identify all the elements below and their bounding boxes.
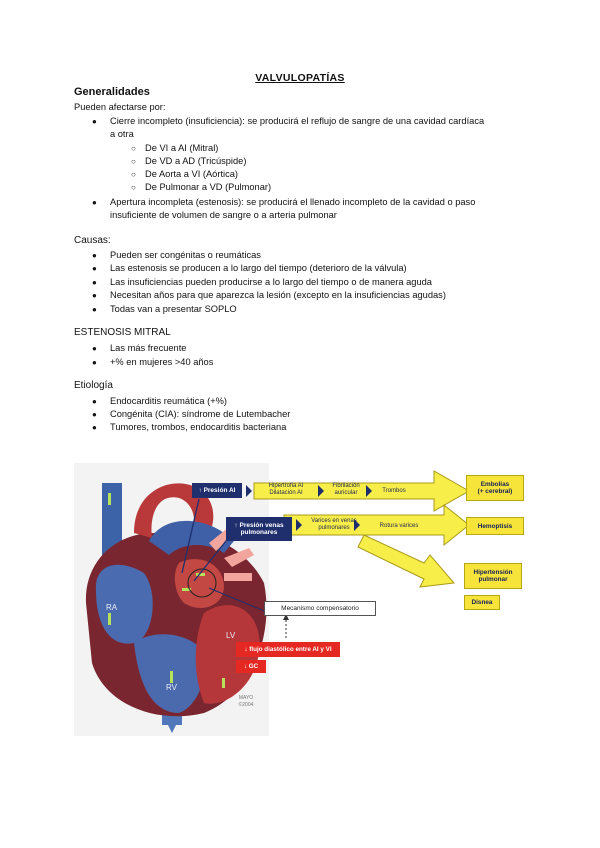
list-item: ● Congénita (CIA): síndrome de Lutembache… xyxy=(92,408,291,421)
sub-list-item: ○ De VI a AI (Mitral) xyxy=(131,142,219,155)
list-item-text: Las insuficiencias pueden producirse a l… xyxy=(110,277,432,287)
hipertrofia-label: Hipertrofia AI Dilatación AI xyxy=(268,483,304,496)
ra-label: RA xyxy=(106,603,118,612)
hemoptisis-box: Hemoptisis xyxy=(466,517,524,535)
sub-list-item-text: De Pulmonar a VD (Pulmonar) xyxy=(145,182,272,192)
list-item: ● Endocarditis reumática (+%) xyxy=(92,395,228,408)
circle-bullet-icon: ○ xyxy=(131,157,136,166)
presion-venas-box: ↑ Presión venas pulmonares xyxy=(226,517,292,541)
list-item-text: Apertura incompleta (estenosis): se prod… xyxy=(110,197,476,207)
list-item-text: Pueden ser congénitas o reumáticas xyxy=(110,250,261,260)
bullet-icon: ● xyxy=(92,117,97,126)
list-item-text: Cierre incompleto (insuficiencia): se pr… xyxy=(110,116,485,126)
list-item: ● Tumores, trombos, endocarditis bacteria… xyxy=(92,421,287,434)
circle-bullet-icon: ○ xyxy=(131,170,136,179)
list-item-text: Las más frecuente xyxy=(110,343,187,353)
trombos-label: Trombos xyxy=(382,488,406,494)
sub-list-item: ○ De Pulmonar a VD (Pulmonar) xyxy=(131,181,272,194)
list-item-text: Las estenosis se producen a lo largo del… xyxy=(110,263,407,273)
bullet-icon: ● xyxy=(92,198,97,207)
list-item-text: Endocarditis reumática (+%) xyxy=(110,396,228,406)
sub-list-item-text: De Aorta a VI (Aórtica) xyxy=(145,169,239,179)
list-item: ● Necesitan años para que aparezca la les… xyxy=(92,289,446,302)
list-item: ● Las insuficiencias pueden producirse a … xyxy=(92,276,432,289)
sub-list-item-text: De VI a AI (Mitral) xyxy=(145,143,219,153)
hipertension-box: Hipertensión pulmonar xyxy=(464,563,522,589)
bullet-icon: ● xyxy=(92,344,97,353)
sub-list-item: ○ De Aorta a VI (Aórtica) xyxy=(131,168,239,181)
bullet-icon: ● xyxy=(92,423,97,432)
list-item-text: +% en mujeres >40 años xyxy=(110,357,214,367)
rotura-label: Rotura varices xyxy=(379,523,419,529)
disnea-box: Disnea xyxy=(464,595,500,610)
bullet-icon: ● xyxy=(92,264,97,273)
mitral-stenosis-figure: RA LV RV MAYO ©2004 ↑ Presión AI Hipertr… xyxy=(74,463,532,736)
flujo-box: ↓ flujo diastólico entre AI y VI xyxy=(236,642,340,657)
list-item: ● Pueden ser congénitas o reumáticas xyxy=(92,249,261,262)
list-item: ● +% en mujeres >40 años xyxy=(92,356,214,369)
list-item-text: a otra xyxy=(110,129,134,139)
list-item-text: Tumores, trombos, endocarditis bacterian… xyxy=(110,422,287,432)
embolias-box: Embolias (+ cerebral) xyxy=(466,475,524,501)
bullet-icon: ● xyxy=(92,305,97,314)
gc-box: ↓ GC xyxy=(236,660,266,673)
sub-list-item: ○ De VD a AD (Tricúspide) xyxy=(131,155,247,168)
list-item-text: Congénita (CIA): síndrome de Lutembacher xyxy=(110,409,291,419)
lv-label: LV xyxy=(226,631,236,640)
sub-list-item-text: De VD a AD (Tricúspide) xyxy=(145,156,247,166)
bullet-icon: ● xyxy=(92,291,97,300)
bullet-icon: ● xyxy=(92,410,97,419)
bullet-icon: ● xyxy=(92,251,97,260)
generalidades-intro: Pueden afectarse por: xyxy=(74,102,166,112)
presion-ai-box: ↑ Presión AI xyxy=(192,483,242,498)
estenosis-heading: ESTENOSIS MITRAL xyxy=(74,327,171,338)
circle-bullet-icon: ○ xyxy=(131,183,136,192)
list-item-text: insuficiente de volumen de sangre o a ar… xyxy=(110,210,337,220)
list-item: ● Apertura incompleta (estenosis): se pr… xyxy=(92,196,530,222)
bullet-icon: ● xyxy=(92,358,97,367)
varices-label: Varices en venas pulmonares xyxy=(311,518,357,531)
mecanismo-box: Mecanismo compensatorio xyxy=(264,601,376,616)
page-title: VALVULOPATÍAS xyxy=(255,72,345,84)
list-item: ● Cierre incompleto (insuficiencia): se … xyxy=(92,115,530,141)
bullet-icon: ● xyxy=(92,278,97,287)
list-item: ● Las estenosis se producen a lo largo de… xyxy=(92,262,407,275)
causas-heading: Causas: xyxy=(74,235,111,246)
list-item-text: Todas van a presentar SOPLO xyxy=(110,304,237,314)
etiologia-heading: Etiología xyxy=(74,380,113,391)
circle-bullet-icon: ○ xyxy=(131,144,136,153)
generalidades-heading: Generalidades xyxy=(74,86,150,98)
list-item: ● Las más frecuente xyxy=(92,342,187,355)
heart-illustration xyxy=(74,463,471,736)
list-item-text: Necesitan años para que aparezca la lesi… xyxy=(110,290,446,300)
rv-label: RV xyxy=(166,683,177,692)
bullet-icon: ● xyxy=(92,397,97,406)
fibrilacion-label: Fibrilación auricular xyxy=(332,483,360,496)
mayo-watermark: MAYO ©2004 xyxy=(238,695,254,708)
list-item: ● Todas van a presentar SOPLO xyxy=(92,303,237,316)
